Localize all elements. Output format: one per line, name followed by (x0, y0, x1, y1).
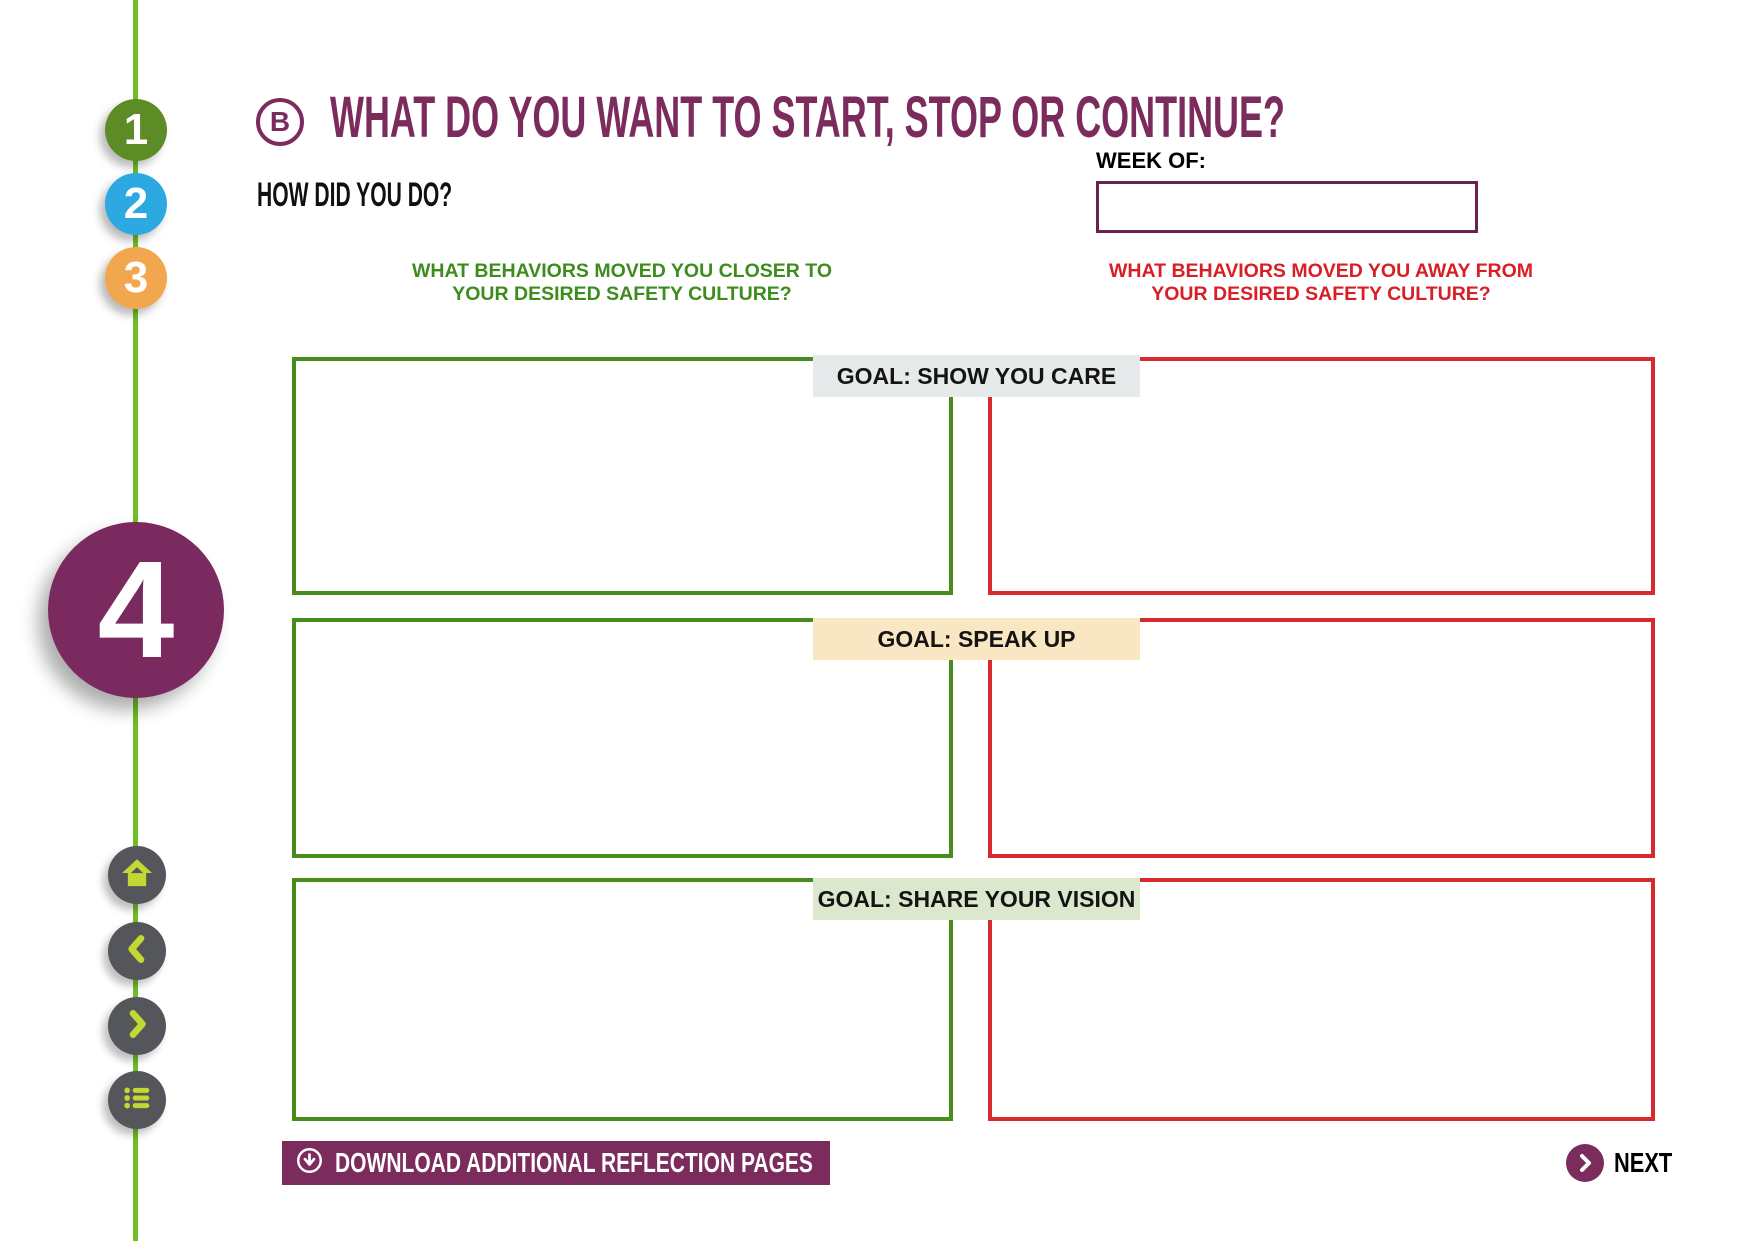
menu-button[interactable] (108, 1071, 166, 1129)
download-button-label: DOWNLOAD ADDITIONAL REFLECTION PAGES (335, 1147, 813, 1178)
home-icon (120, 856, 154, 895)
step-number: 4 (97, 532, 175, 687)
step-circle-1[interactable]: 1 (105, 99, 167, 161)
next-arrow-icon (1566, 1144, 1604, 1182)
week-of-label: WEEK OF: (1096, 148, 1206, 173)
section-badge-letter: B (269, 106, 291, 137)
goal-label-show-you-care: GOAL: SHOW YOU CARE (813, 355, 1140, 397)
step-circle-3[interactable]: 3 (105, 247, 167, 309)
closer-heading-line1: WHAT BEHAVIORS MOVED YOU CLOSER TO (411, 260, 832, 282)
away-heading-line1: WHAT BEHAVIORS MOVED YOU AWAY FROM (1109, 260, 1533, 282)
next-button[interactable]: NEXT (1566, 1144, 1689, 1182)
away-box-goal-share-your-vision[interactable] (988, 878, 1655, 1121)
goal-label-share-your-vision: GOAL: SHARE YOUR VISION (813, 878, 1140, 920)
week-of-input[interactable] (1096, 181, 1478, 233)
step-number: 2 (123, 179, 149, 228)
download-reflection-pages-button[interactable]: DOWNLOAD ADDITIONAL REFLECTION PAGES (282, 1141, 830, 1185)
step-number: 3 (123, 253, 149, 302)
away-heading-line2: YOUR DESIRED SAFETY CULTURE? (1151, 283, 1491, 305)
closer-column-heading: WHAT BEHAVIORS MOVED YOU CLOSER TO YOUR … (342, 260, 902, 306)
page-title: WHAT DO YOU WANT TO START, STOP OR CONTI… (330, 85, 1285, 150)
away-column-heading: WHAT BEHAVIORS MOVED YOU AWAY FROM YOUR … (1041, 260, 1601, 306)
goal-label-text: GOAL: SHARE YOUR VISION (817, 885, 1136, 912)
home-button[interactable] (108, 846, 166, 904)
goal-label-text: GOAL: SPEAK UP (877, 625, 1076, 652)
closer-heading-line2: YOUR DESIRED SAFETY CULTURE? (452, 283, 792, 305)
goal-label-speak-up: GOAL: SPEAK UP (813, 618, 1140, 660)
step-circle-2[interactable]: 2 (105, 173, 167, 235)
chevron-right-icon (121, 1008, 153, 1045)
menu-list-icon (121, 1082, 153, 1119)
page-subtitle: HOW DID YOU DO? (257, 176, 453, 214)
step-number: 1 (123, 105, 149, 154)
section-badge: B (256, 98, 304, 146)
previous-page-button[interactable] (108, 922, 166, 980)
step-circle-4-current[interactable]: 4 (48, 522, 224, 698)
next-button-label: NEXT (1614, 1147, 1673, 1178)
download-icon (296, 1147, 323, 1179)
chevron-left-icon (121, 933, 153, 970)
goal-label-text: GOAL: SHOW YOU CARE (836, 362, 1117, 389)
next-page-button[interactable] (108, 997, 166, 1055)
